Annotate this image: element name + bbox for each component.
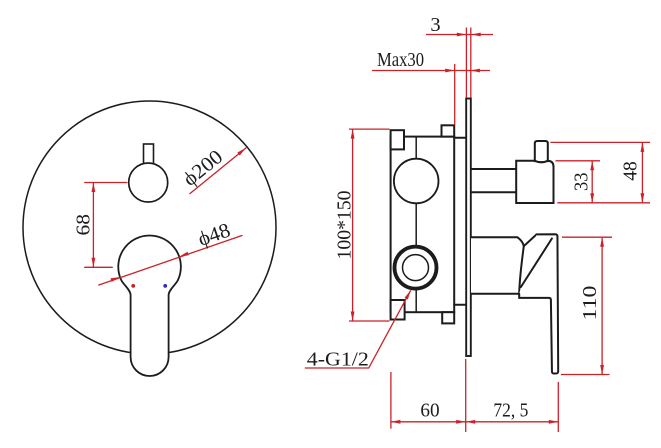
dim-max30 [372, 64, 490, 125]
dimension-arrowhead-icon [640, 142, 645, 152]
dim-68-label: 68 [72, 214, 94, 236]
dimension-arrowhead-icon [600, 237, 604, 247]
inlet-port-inner [401, 253, 430, 282]
wall-plate-side [465, 97, 472, 357]
handle-collar [470, 236, 525, 295]
callout-4-g12-label: 4-G1/2 [307, 348, 369, 370]
dimension-line [189, 147, 247, 195]
dim-72-5-label: 72, 5 [493, 400, 528, 422]
inlet-port-outer [392, 244, 439, 291]
dimension-arrowhead-icon [456, 32, 467, 37]
dim-60-label: 60 [420, 400, 439, 422]
dim-3 [426, 27, 493, 98]
dim-3-label: 3 [430, 14, 440, 36]
cold-indicator-dot [163, 284, 168, 288]
dimension-arrowhead-icon [350, 129, 355, 139]
dim-phi200 [189, 147, 247, 195]
leader-line [304, 289, 412, 369]
handle-notch [522, 233, 538, 248]
dim-110 [561, 236, 612, 376]
outlet-stub [533, 140, 549, 163]
dim-110-label: 110 [579, 286, 601, 321]
dimension-arrowhead-icon [640, 193, 645, 203]
dim-33-label: 33 [571, 172, 593, 191]
lug-top-right [440, 124, 456, 138]
dimension-arrowhead-icon [465, 419, 476, 424]
lug-bottom-left [389, 299, 406, 321]
dim-48-label: 48 [620, 161, 642, 181]
dimension-line [98, 234, 243, 286]
side-view [389, 97, 560, 375]
dimension-arrowhead-icon [470, 68, 480, 73]
dim-100x150 [349, 128, 390, 322]
lug-top-left [389, 129, 406, 151]
diverter-knob-circle [127, 162, 169, 203]
dimension-arrowhead-icon [445, 68, 455, 73]
callout-4-g12 [304, 289, 412, 369]
cartridge-circle [393, 157, 440, 205]
dim-phi48 [98, 234, 243, 286]
dimension-arrowhead-icon [350, 311, 355, 321]
lug-bottom-right [441, 311, 456, 325]
hot-indicator-dot [131, 284, 136, 288]
dim-100x150-label: 100*150 [334, 191, 356, 260]
dimension-arrowhead-icon [590, 193, 595, 203]
dimension-arrowhead-icon [456, 419, 466, 424]
dim-48 [550, 141, 650, 203]
dimension-arrowhead-icon [390, 419, 401, 424]
dim-68 [84, 181, 128, 268]
lever-blade-side [518, 233, 560, 375]
dimension-arrowhead-icon [590, 160, 595, 171]
outlet-stub-bore [533, 159, 549, 164]
lever-blade-seam [519, 237, 553, 288]
dim-max30-label: Max30 [377, 49, 424, 71]
dimension-arrowhead-icon [471, 32, 481, 37]
outlet-elbow [515, 159, 555, 204]
front-view: 68 ϕ200 ϕ48 [22, 100, 277, 377]
dimension-arrowhead-icon [548, 419, 559, 424]
side-view-dimensions: 3 Max30 100*150 33 [304, 14, 650, 432]
dimension-arrowhead-icon [600, 365, 604, 375]
